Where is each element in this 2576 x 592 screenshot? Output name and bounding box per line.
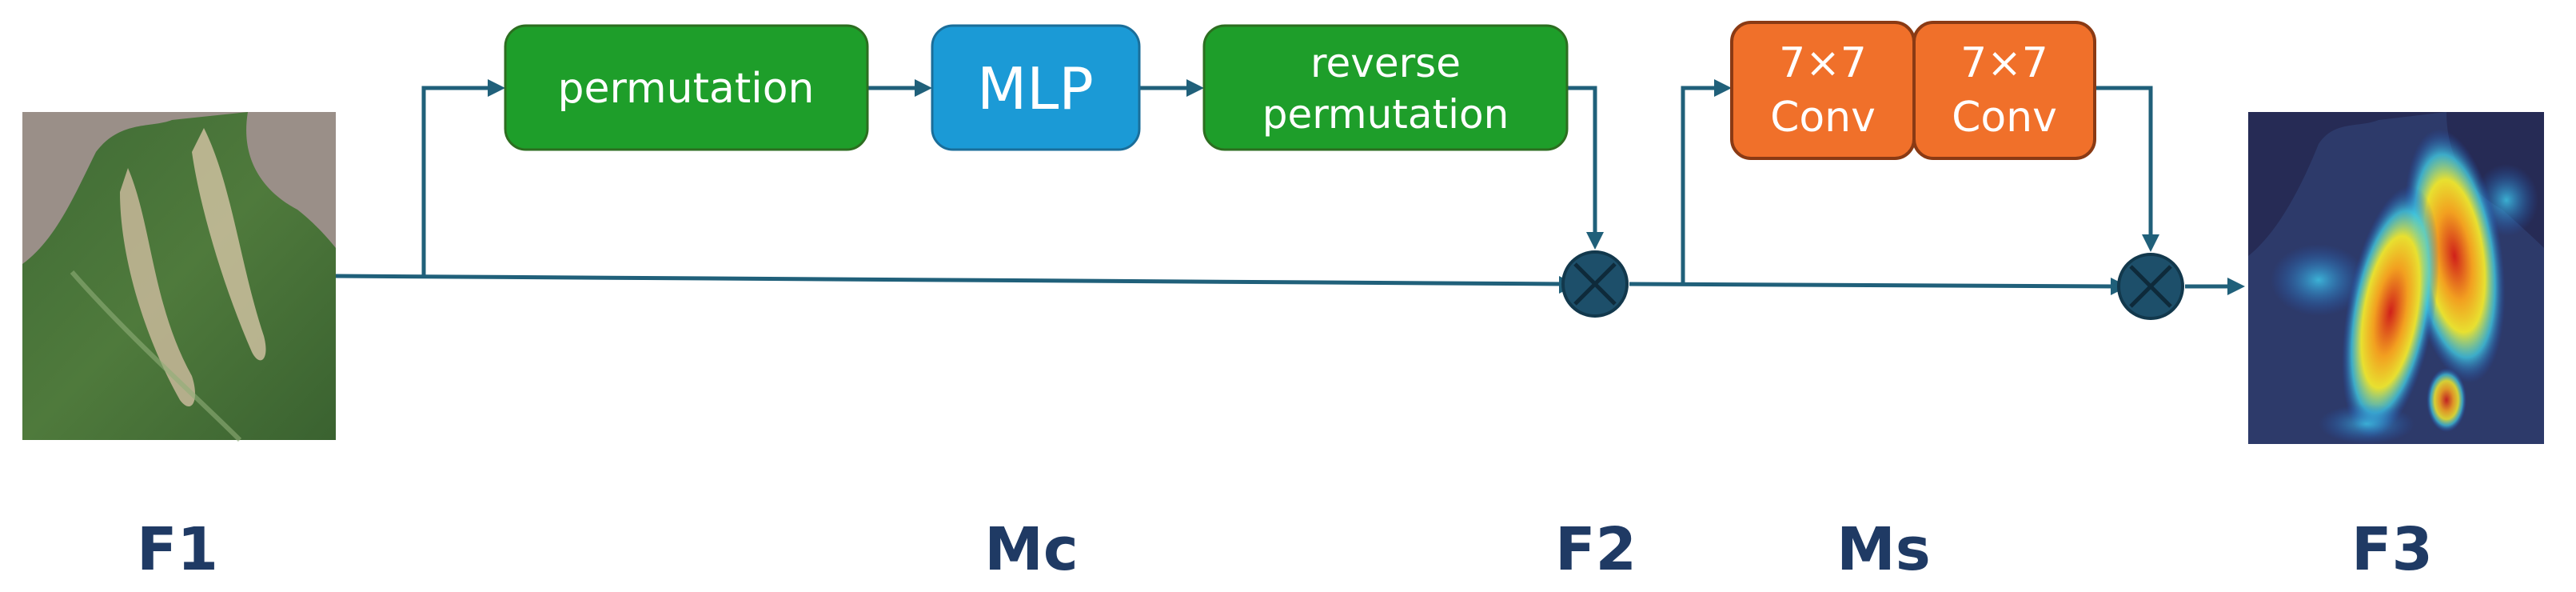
multiply-node-1 <box>1561 250 1629 318</box>
mlp-block: MLP <box>931 24 1141 151</box>
conv1-label-line1: 7×7 <box>1779 39 1867 87</box>
label-ms: Ms <box>1836 515 1931 584</box>
mlp-label: MLP <box>977 55 1094 122</box>
permutation-label: permutation <box>558 65 815 113</box>
permutation-block: permutation <box>504 24 869 151</box>
conv2-label-line1: 7×7 <box>1960 39 2048 87</box>
input-leaf-image <box>22 112 336 442</box>
conv2-label-line2: Conv <box>1952 94 2057 142</box>
label-f2: F2 <box>1555 515 1637 584</box>
label-f3: F3 <box>2351 515 2433 584</box>
conv-block-2: 7×7 Conv <box>1912 21 2096 160</box>
multiply-node-2 <box>2117 253 2184 320</box>
label-f1: F1 <box>137 515 218 584</box>
reverse-label-line2: permutation <box>1262 91 1509 138</box>
label-mc: Mc <box>984 515 1079 584</box>
connectors <box>335 79 2245 295</box>
conv1-label-line2: Conv <box>1770 94 1876 142</box>
output-heatmap-image <box>2248 112 2544 444</box>
conv-block-1: 7×7 Conv <box>1730 21 1916 160</box>
reverse-label-line1: reverse <box>1310 40 1461 86</box>
reverse-permutation-block: reverse permutation <box>1202 24 1569 151</box>
